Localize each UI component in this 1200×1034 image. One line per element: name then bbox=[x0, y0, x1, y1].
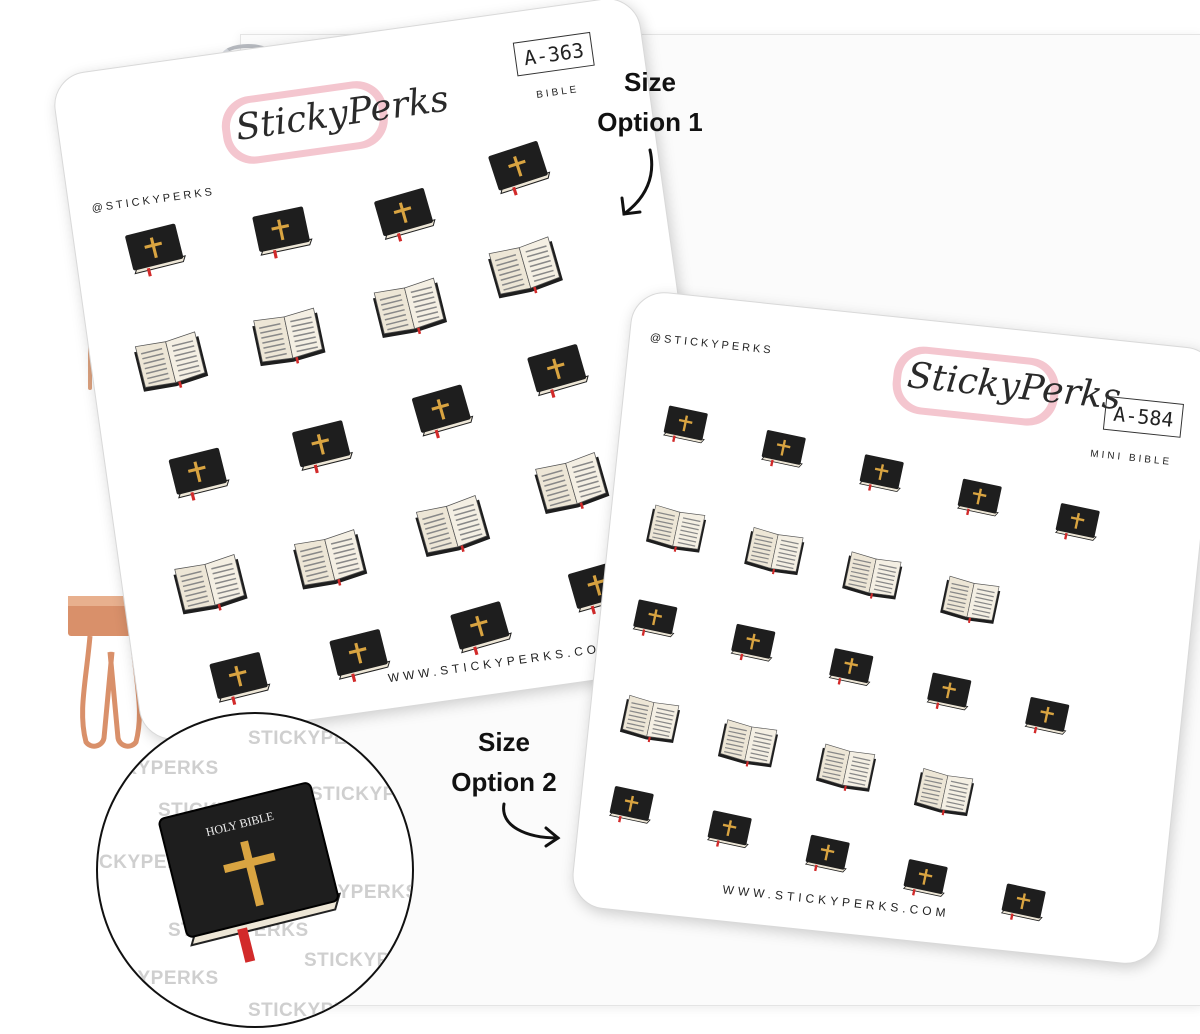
open-bible-sticker-icon bbox=[480, 230, 572, 310]
open-bible-sticker-icon bbox=[126, 325, 216, 403]
closed-bible-sticker-icon bbox=[897, 855, 953, 907]
closed-bible-sticker-icon bbox=[1018, 693, 1074, 745]
open-bible-sticker-icon bbox=[285, 523, 375, 601]
closed-bible-sticker-icon bbox=[521, 338, 596, 408]
curved-arrow-icon bbox=[502, 802, 561, 848]
closed-bible-sticker-icon bbox=[323, 623, 396, 691]
stickyperks-logo: StickyPerks bbox=[887, 337, 1123, 437]
closed-bible-sticker-icon bbox=[853, 450, 909, 502]
closed-bible-sticker-icon bbox=[755, 426, 811, 478]
social-handle: @STICKYPERKS bbox=[649, 331, 775, 357]
curved-arrow-icon bbox=[620, 148, 654, 216]
closed-bible-sticker-icon bbox=[701, 806, 757, 858]
closed-bible-sticker-icon bbox=[626, 595, 682, 647]
closed-bible-sticker-icon bbox=[368, 182, 443, 252]
open-bible-sticker-icon bbox=[244, 301, 333, 377]
closed-bible-sticker-icon bbox=[1049, 499, 1105, 551]
open-bible-sticker-icon bbox=[407, 488, 499, 568]
open-bible-sticker-icon bbox=[907, 763, 980, 826]
closed-bible-sticker-icon bbox=[203, 646, 276, 714]
sticker-sheet-option-1: StickyPerks A-363 BIBLE @STICKYPERKS WWW… bbox=[49, 0, 731, 744]
size-option-1-caption: Size Option 1 bbox=[582, 62, 718, 142]
stickyperks-logo: StickyPerks bbox=[215, 71, 451, 177]
caption-line: Option 1 bbox=[597, 107, 703, 137]
closed-bible-sticker-icon bbox=[405, 379, 480, 449]
watermark-text: STICKYPERKS bbox=[98, 968, 219, 989]
sheet-title: MINI BIBLE bbox=[1089, 448, 1173, 469]
closed-bible-sticker-icon bbox=[162, 442, 235, 510]
closed-bible-sticker-icon bbox=[822, 644, 878, 696]
closed-bible-sticker-icon bbox=[995, 879, 1051, 931]
logo-badge bbox=[221, 81, 388, 164]
closed-bible-sticker-icon bbox=[951, 475, 1007, 527]
zoom-detail-circle: STICKYPERKS STICKYPERKS STICKYPERKS STIC… bbox=[96, 712, 414, 1028]
watermark-text: STICKYPERKS bbox=[98, 758, 219, 779]
social-handle: @STICKYPERKS bbox=[90, 185, 216, 215]
watermark-text: STICKYPERKS bbox=[248, 1000, 389, 1021]
watermark-text: STICKYPERKS bbox=[248, 728, 389, 749]
sheet-title: BIBLE bbox=[535, 83, 581, 101]
closed-bible-sticker-icon bbox=[246, 201, 318, 268]
closed-bible-sticker-icon bbox=[286, 414, 359, 482]
closed-bible-sticker-icon bbox=[920, 668, 976, 720]
closed-bible-sticker-icon bbox=[444, 595, 519, 665]
open-bible-sticker-icon bbox=[711, 714, 784, 777]
sticker-grid bbox=[51, 0, 635, 706]
open-bible-sticker-icon bbox=[613, 690, 686, 753]
closed-bible-sticker-icon bbox=[799, 831, 855, 883]
open-bible-sticker-icon bbox=[165, 548, 255, 626]
watermark-text: STICKYPERKS bbox=[310, 784, 412, 805]
sticker-sheet-option-2: @STICKYPERKS StickyPerks A-584 MINI BIBL… bbox=[569, 288, 1200, 968]
open-bible-sticker-icon bbox=[809, 739, 882, 802]
open-bible-sticker-icon bbox=[365, 271, 455, 349]
logo-badge bbox=[892, 346, 1059, 426]
size-option-2-caption: Size Option 2 bbox=[436, 722, 572, 802]
closed-bible-sticker-icon bbox=[657, 401, 713, 453]
bible-book-closeup-icon: HOLY BIBLE bbox=[158, 782, 342, 963]
closed-bible-sticker-icon bbox=[119, 218, 192, 286]
closed-bible-sticker-icon bbox=[482, 135, 558, 206]
caption-line: Size bbox=[623, 67, 677, 97]
open-bible-sticker-icon bbox=[526, 445, 618, 525]
product-code: A-584 bbox=[1102, 395, 1185, 438]
closed-bible-sticker-icon bbox=[724, 620, 780, 672]
open-bible-sticker-icon bbox=[836, 546, 909, 609]
sticker-grid bbox=[608, 290, 1200, 922]
open-bible-sticker-icon bbox=[639, 499, 712, 562]
watermark-text: STICKYPERKS bbox=[304, 950, 412, 971]
open-bible-sticker-icon bbox=[738, 522, 811, 585]
open-bible-sticker-icon bbox=[934, 571, 1007, 634]
caption-line: Option 2 bbox=[451, 767, 557, 797]
closed-bible-sticker-icon bbox=[603, 782, 659, 834]
caption-line: Size bbox=[477, 727, 531, 757]
